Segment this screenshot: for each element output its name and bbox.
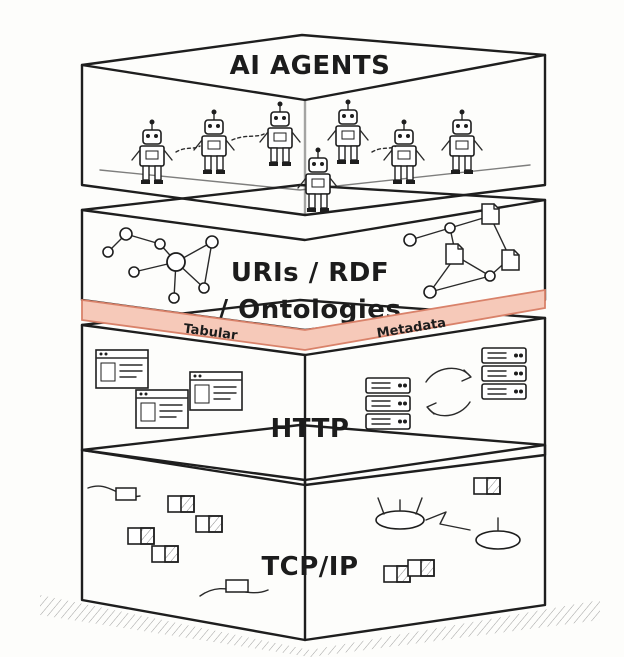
browser-window-icon-3 xyxy=(135,389,189,429)
browser-window-icon-1 xyxy=(95,349,149,389)
ai-agents-layer: AI AGENTS xyxy=(80,33,547,217)
document-icon-2 xyxy=(445,243,464,265)
data-block-7 xyxy=(407,559,435,577)
plug-left xyxy=(115,487,137,501)
document-icon-3 xyxy=(501,249,520,271)
data-block-1 xyxy=(167,495,195,513)
http-layer: HTTP xyxy=(80,298,547,487)
router-icon-2 xyxy=(475,517,521,550)
ground-shadow xyxy=(40,595,600,657)
data-block-4 xyxy=(151,545,179,563)
sync-arrows-icon xyxy=(425,367,472,417)
data-block-3 xyxy=(127,527,155,545)
plug-bottom xyxy=(225,579,249,593)
data-block-6 xyxy=(383,565,411,583)
data-block-2 xyxy=(195,515,223,533)
robot-icon-4 xyxy=(327,98,369,165)
robot-icon-6 xyxy=(441,108,483,175)
semantic-title-line1: URIs / RDF xyxy=(231,258,389,288)
router-icon xyxy=(375,497,425,530)
tcpip-layer: TCP/IP xyxy=(80,423,547,642)
lightning-link xyxy=(425,511,471,531)
ai-agents-title: AI AGENTS xyxy=(230,51,391,81)
robot-icon-3 xyxy=(259,100,301,167)
http-title: HTTP xyxy=(271,414,350,444)
robot-icon-2 xyxy=(193,108,235,175)
data-block-5 xyxy=(473,477,501,495)
robot-icon-5 xyxy=(383,118,425,185)
browser-window-icon-2 xyxy=(189,371,243,411)
tcpip-title: TCP/IP xyxy=(261,552,358,582)
server-stack-right xyxy=(481,347,527,400)
document-icon-1 xyxy=(481,203,500,225)
server-stack-left xyxy=(365,377,411,430)
band-label-tabular: Tabular xyxy=(183,322,239,344)
